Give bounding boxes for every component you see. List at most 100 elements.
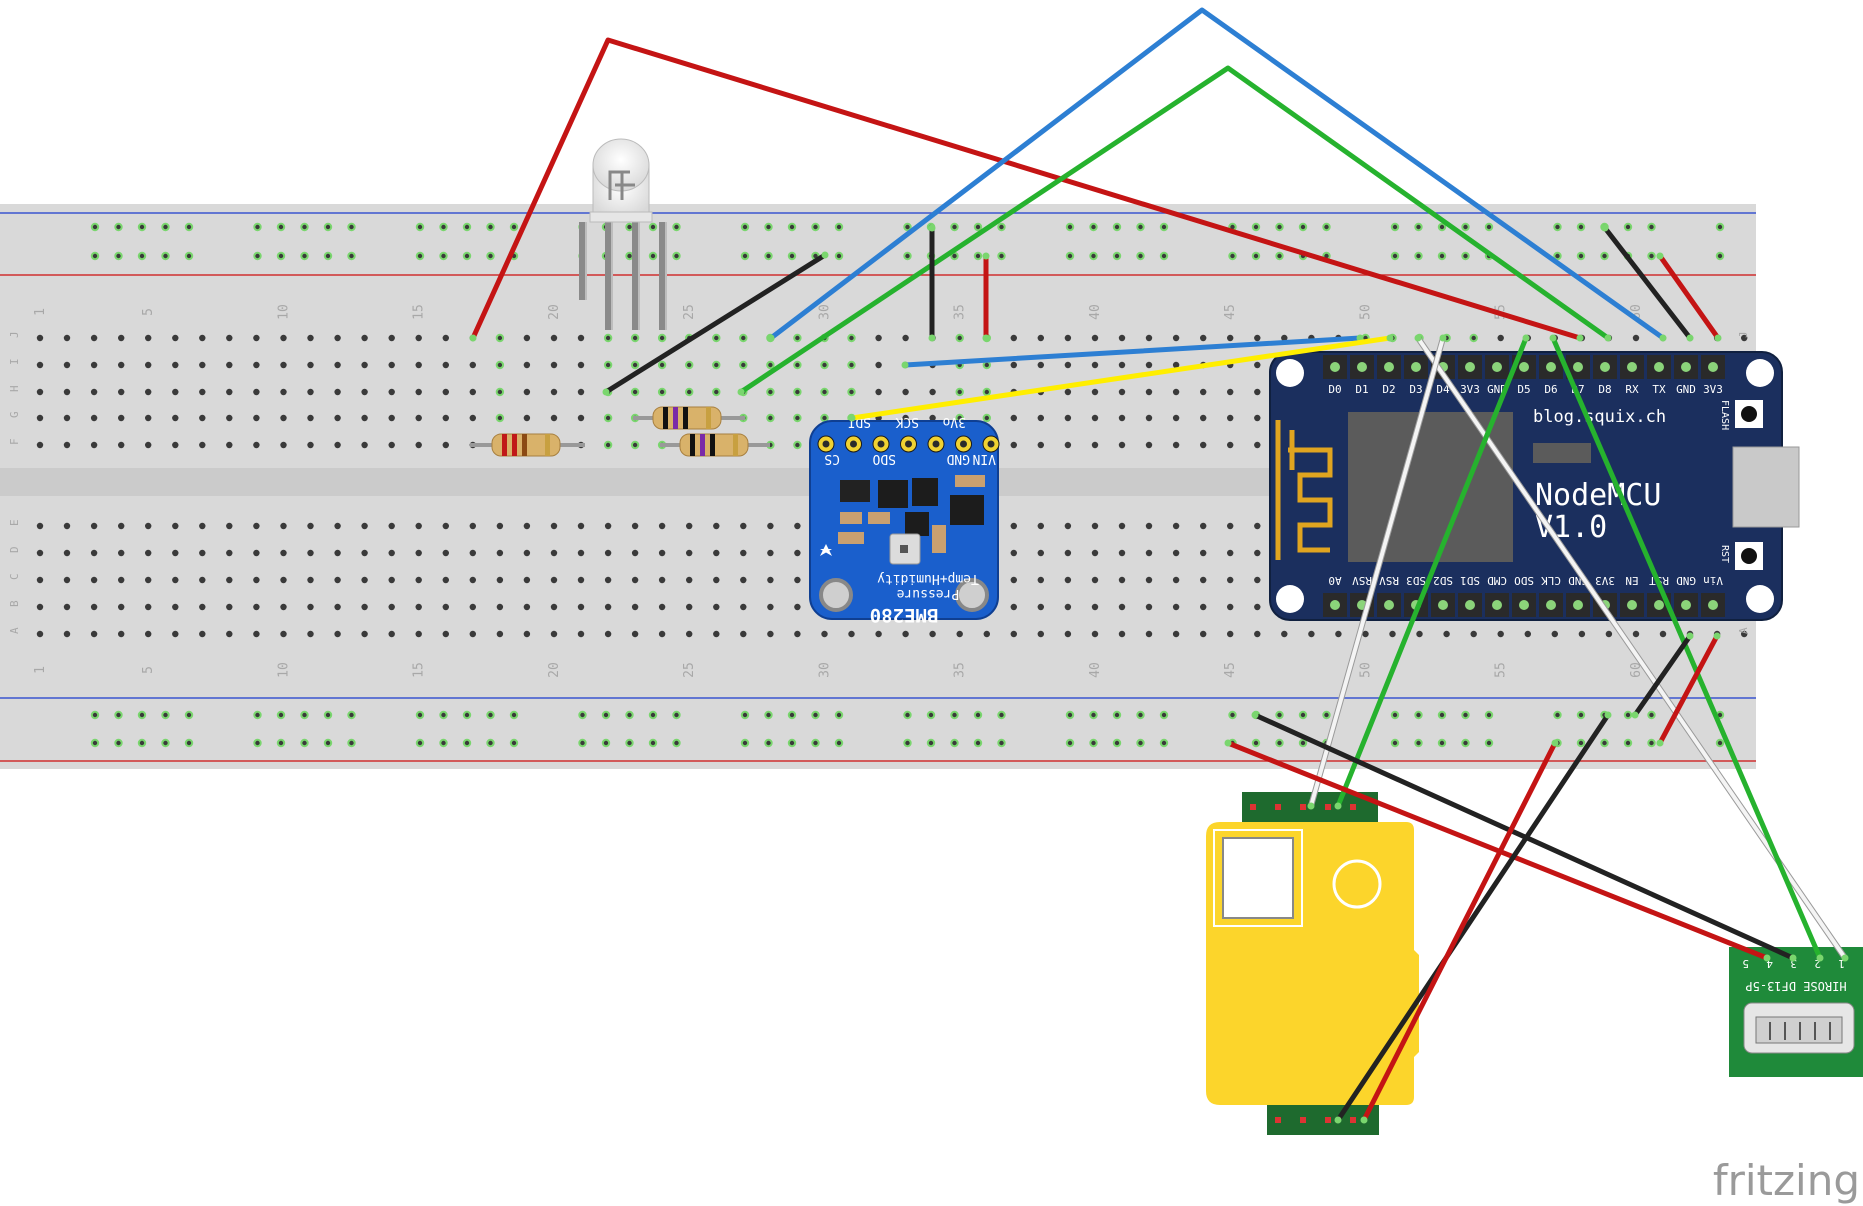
power-rail-hole <box>184 222 194 232</box>
power-rail-hole <box>1298 738 1308 748</box>
wire-yellow-bme <box>849 335 1393 421</box>
column-number: 55 <box>1494 662 1509 678</box>
breadboard-hole <box>145 630 152 638</box>
connector-pin-label: 5 <box>1742 957 1749 970</box>
breadboard-hole <box>388 549 395 557</box>
column-number: 50 <box>1359 662 1374 678</box>
breadboard-hole <box>767 603 774 611</box>
fritzing-watermark: fritzing <box>1713 1156 1860 1205</box>
breadboard-hole <box>199 576 206 584</box>
breadboard-hole <box>388 522 395 530</box>
power-rail-hole <box>509 222 519 232</box>
nodemcu-pin-label: Vin <box>1703 574 1723 587</box>
breadboard-hole <box>1118 388 1126 396</box>
breadboard-hole <box>902 630 909 638</box>
breadboard-hole <box>1172 441 1180 449</box>
breadboard-hole <box>226 630 233 638</box>
power-rail-hole <box>137 738 147 748</box>
nodemcu-pin-label: TX <box>1652 383 1666 396</box>
breadboard-hole <box>1416 630 1423 638</box>
breadboard-hole <box>523 603 531 611</box>
wire-endpoint <box>1576 334 1584 342</box>
breadboard-hole <box>334 441 341 449</box>
power-rail-hole <box>764 222 773 232</box>
breadboard-hole <box>1632 630 1640 638</box>
breadboard-hole <box>388 603 395 611</box>
power-rail-hole <box>787 738 797 748</box>
breadboard-hole <box>1010 603 1017 611</box>
breadboard-hole <box>902 334 909 342</box>
column-number: 1 <box>33 666 48 674</box>
breadboard-hole <box>280 441 287 449</box>
breadboard-hole <box>1200 414 1207 422</box>
breadboard-hole <box>334 334 341 342</box>
breadboard-hole <box>90 603 98 611</box>
breadboard-hole <box>415 630 422 638</box>
breadboard-hole <box>1118 334 1126 342</box>
row-letter: B <box>8 600 21 607</box>
breadboard-hole <box>90 522 98 530</box>
flash-label: FLASH <box>1719 400 1730 430</box>
breadboard-hole <box>523 414 531 422</box>
wire-endpoint <box>982 252 990 260</box>
nodemcu-pin-label: GND <box>1676 574 1696 587</box>
breadboard-hole <box>63 361 71 369</box>
power-rail-hole <box>764 251 773 261</box>
breadboard-hole <box>36 630 44 638</box>
breadboard-hole <box>1254 549 1261 557</box>
column-number: 20 <box>547 304 562 320</box>
rgb-led <box>579 138 667 330</box>
power-rail-hole <box>137 222 147 232</box>
breadboard-hole <box>686 522 693 530</box>
breadboard-hole <box>361 361 368 369</box>
wire-black-led <box>603 252 828 395</box>
power-rail-hole <box>415 222 425 232</box>
breadboard-hole <box>145 522 152 530</box>
breadboard-hole <box>550 630 558 638</box>
power-rail-hole <box>1576 251 1586 261</box>
breadboard-hole <box>388 441 395 449</box>
breadboard-hole <box>334 630 341 638</box>
breadboard-hole <box>603 333 613 343</box>
column-number: 5 <box>141 666 156 674</box>
row-letter: J <box>1737 331 1750 338</box>
sensor-header-bottom <box>1267 1105 1379 1135</box>
power-rail-hole <box>740 710 750 720</box>
breadboard-hole <box>145 334 152 342</box>
column-number: 10 <box>277 662 292 678</box>
breadboard-hole <box>550 361 558 369</box>
breadboard-hole <box>1091 603 1099 611</box>
wire-endpoint <box>1714 334 1722 342</box>
breadboard-hole <box>118 630 125 638</box>
breadboard-hole <box>145 576 152 584</box>
breadboard-hole <box>1254 388 1261 396</box>
breadboard-hole <box>307 630 314 638</box>
breadboard-hole <box>63 576 71 584</box>
breadboard-hole <box>199 549 206 557</box>
breadboard-hole <box>793 413 802 423</box>
breadboard-hole <box>1091 334 1099 342</box>
breadboard-hole <box>982 413 991 423</box>
wire-endpoint <box>1604 334 1612 342</box>
power-rail-hole <box>1461 738 1470 748</box>
nodemcu-pin-label: D3 <box>1409 383 1422 396</box>
breadboard-hole <box>1145 603 1153 611</box>
wire-endpoint <box>1386 334 1394 342</box>
breadboard-hole <box>226 441 233 449</box>
breadboard-hole <box>1037 522 1045 530</box>
power-rail-hole <box>161 710 170 720</box>
breadboard-hole <box>577 414 585 422</box>
wire-endpoint <box>469 334 477 342</box>
breadboard-hole <box>1200 630 1207 638</box>
power-rail-hole <box>578 710 587 720</box>
breadboard-hole <box>495 387 505 397</box>
nodemcu-pin-label: D1 <box>1355 383 1368 396</box>
breadboard-hole <box>767 630 774 638</box>
breadboard-hole <box>307 522 314 530</box>
power-rail-hole <box>648 738 658 748</box>
nodemcu-pin-label: RSV <box>1379 574 1399 587</box>
breadboard-hole <box>1551 630 1559 638</box>
power-rail-hole <box>415 710 425 720</box>
power-rail-hole <box>973 710 983 720</box>
breadboard-hole <box>794 576 801 584</box>
